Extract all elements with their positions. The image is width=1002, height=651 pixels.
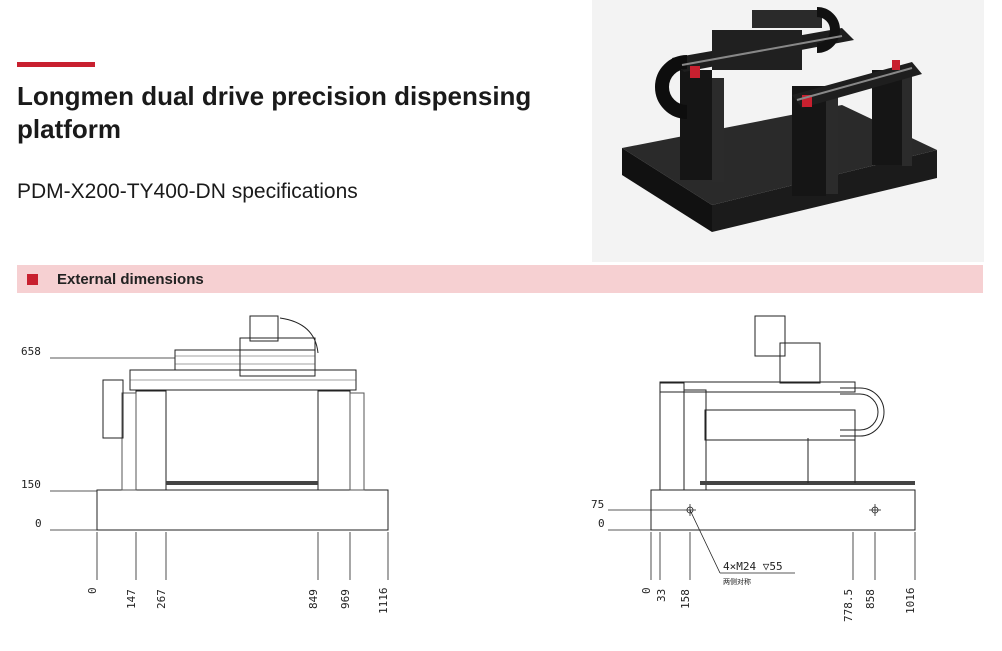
front-width-969: 969 — [339, 589, 352, 609]
side-height-0: 0 — [598, 517, 605, 530]
section-label: External dimensions — [57, 271, 204, 288]
front-width-0: 0 — [86, 587, 99, 594]
front-width-147: 147 — [125, 589, 138, 609]
side-width-33: 33 — [655, 589, 668, 602]
side-height-75: 75 — [591, 498, 604, 511]
front-height-0: 0 — [35, 517, 42, 530]
side-width-0: 0 — [640, 587, 653, 594]
accent-bar — [17, 62, 95, 67]
section-header: External dimensions — [17, 265, 983, 293]
hole-subnote: 两侧对称 — [723, 577, 751, 586]
page-title: Longmen dual drive precision dispensing … — [17, 81, 532, 144]
product-photo — [592, 0, 984, 262]
front-width-267: 267 — [155, 589, 168, 609]
front-view-drawing: 658 150 0 0 147 267 849 969 1116 — [0, 298, 420, 638]
side-width-778-5: 778.5 — [842, 589, 855, 622]
section-marker-icon — [27, 274, 38, 285]
side-view-drawing: 75 0 0 33 158 778.5 858 1016 4×M24 ▽55 两… — [560, 298, 960, 638]
front-width-849: 849 — [307, 589, 320, 609]
side-width-858: 858 — [864, 589, 877, 609]
front-width-1116: 1116 — [377, 588, 390, 615]
side-width-1016: 1016 — [904, 588, 917, 615]
front-height-658: 658 — [21, 345, 41, 358]
side-width-158: 158 — [679, 589, 692, 609]
front-height-150: 150 — [21, 478, 41, 491]
page-subtitle: PDM-X200-TY400-DN specifications — [17, 180, 358, 203]
hole-note: 4×M24 ▽55 — [723, 560, 783, 573]
